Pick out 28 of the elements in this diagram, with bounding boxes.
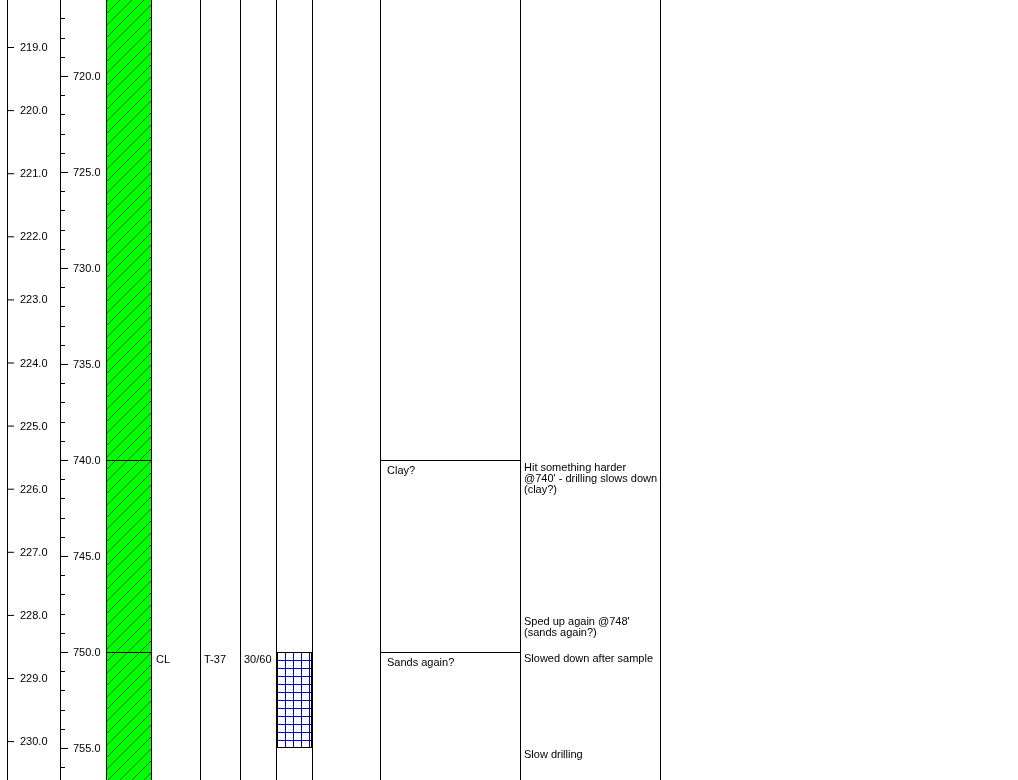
description-text: Sands again? [387, 656, 455, 668]
elevation-label: 223.0 [20, 293, 48, 305]
elevation-label: 227.0 [20, 546, 48, 558]
elevation-label: 230.0 [20, 735, 48, 747]
elevation-label: 226.0 [20, 483, 48, 495]
elevation-label: 229.0 [20, 672, 48, 684]
blow-count: 30/60 [244, 653, 272, 665]
elevation-label: 220.0 [20, 104, 48, 116]
depth-label: 755.0 [73, 742, 101, 754]
elevation-label: 221.0 [20, 167, 48, 179]
description-text: Clay? [387, 464, 416, 476]
depth-label: 740.0 [73, 454, 101, 466]
elevation-label: 224.0 [20, 357, 48, 369]
depth-label: 730.0 [73, 262, 101, 274]
drilling-note: Slow drilling [524, 749, 584, 760]
depth-label: 725.0 [73, 166, 101, 178]
drilling-note: Sped up again @748' (sands again?) [524, 616, 631, 638]
depth-label: 745.0 [73, 550, 101, 562]
depth-label: 735.0 [73, 358, 101, 370]
elevation-label: 228.0 [20, 609, 48, 621]
elevation-label: 219.0 [20, 41, 48, 53]
soil-code: CL [156, 653, 171, 665]
depth-label: 720.0 [73, 70, 101, 82]
depth-label: 750.0 [73, 646, 101, 658]
sample-id: T-37 [204, 653, 226, 665]
drilling-note: Slowed down after sample [524, 653, 654, 664]
elevation-label: 225.0 [20, 420, 48, 432]
elevation-label: 222.0 [20, 230, 48, 242]
